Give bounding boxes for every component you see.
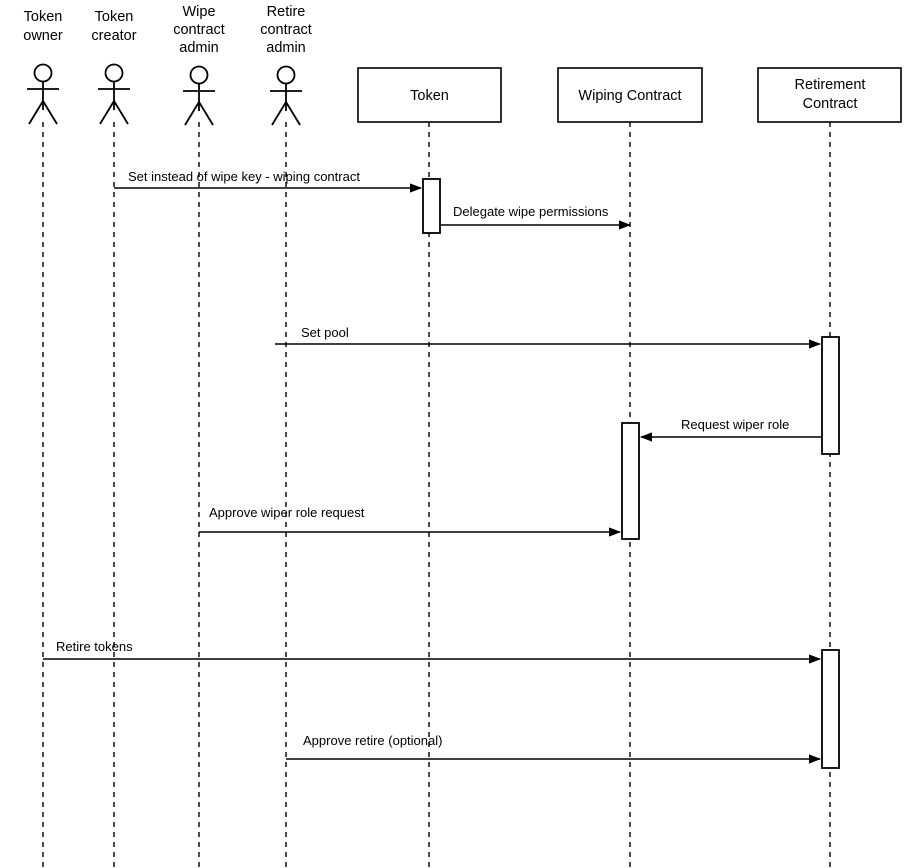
actor-wipe-contract-admin-label-line1: Wipe [182, 4, 215, 20]
activation-retirement-contract-setpool [821, 336, 840, 455]
message-approve-wiper-role-request-label: Approve wiper role request [209, 505, 365, 520]
participant-wiping-contract[interactable]: Wiping Contract [557, 67, 703, 123]
participant-retirement-contract-label-line2: Contract [803, 96, 858, 112]
message-set-instead-of-wipe-key-label: Set instead of wipe key - wiping contrac… [128, 169, 360, 184]
message-approve-retire-optional[interactable]: Approve retire (optional) [286, 733, 821, 764]
message-retire-tokens-label: Retire tokens [56, 639, 133, 654]
actor-token-owner[interactable]: Token owner [23, 9, 63, 125]
participant-retirement-contract-label-line1: Retirement [795, 77, 866, 93]
actor-retire-contract-admin-stick-figure [270, 65, 302, 126]
actor-wipe-contract-admin[interactable]: Wipe contract admin [173, 4, 225, 126]
message-set-pool-label: Set pool [301, 325, 349, 340]
actor-retire-contract-admin-label-line1: Retire [267, 4, 306, 20]
actor-retire-contract-admin[interactable]: Retire contract admin [260, 4, 312, 126]
activation-wiping-contract [621, 422, 640, 540]
actor-token-owner-label-line2: owner [23, 28, 63, 44]
message-approve-retire-optional-label: Approve retire (optional) [303, 733, 442, 748]
actor-token-creator-label-line2: creator [91, 28, 136, 44]
actor-token-owner-label-line1: Token [24, 9, 63, 25]
actor-token-creator-stick-figure [98, 63, 130, 125]
actor-token-creator[interactable]: Token creator [91, 9, 137, 125]
activation-token [422, 178, 441, 234]
actor-wipe-contract-admin-label-line2: contract [173, 22, 225, 38]
actor-retire-contract-admin-label-line3: admin [266, 40, 306, 56]
activation-retirement-contract-retire [821, 649, 840, 769]
participant-wiping-contract-label: Wiping Contract [578, 88, 681, 104]
message-retire-tokens[interactable]: Retire tokens [43, 639, 821, 664]
message-delegate-wipe-permissions-label: Delegate wipe permissions [453, 204, 609, 219]
actor-wipe-contract-admin-stick-figure [183, 65, 215, 126]
activation-bars-group [422, 178, 840, 769]
message-set-instead-of-wipe-key[interactable]: Set instead of wipe key - wiping contrac… [114, 169, 422, 193]
message-request-wiper-role[interactable]: Request wiper role [640, 417, 822, 442]
actor-wipe-contract-admin-label-line3: admin [179, 40, 219, 56]
participant-retirement-contract-box [757, 67, 902, 123]
actor-retire-contract-admin-label-line2: contract [260, 22, 312, 38]
message-approve-wiper-role-request[interactable]: Approve wiper role request [199, 505, 621, 537]
message-request-wiper-role-label: Request wiper role [681, 417, 789, 432]
actor-token-owner-stick-figure [27, 63, 59, 125]
actor-token-creator-label-line1: Token [95, 9, 134, 25]
participant-token[interactable]: Token [357, 67, 502, 123]
participant-retirement-contract[interactable]: Retirement Contract [757, 67, 902, 123]
message-delegate-wipe-permissions[interactable]: Delegate wipe permissions [440, 204, 631, 230]
participant-token-label: Token [410, 88, 449, 104]
message-set-pool[interactable]: Set pool [275, 325, 821, 349]
participant-token-box [357, 67, 502, 123]
participant-wiping-contract-box [557, 67, 703, 123]
